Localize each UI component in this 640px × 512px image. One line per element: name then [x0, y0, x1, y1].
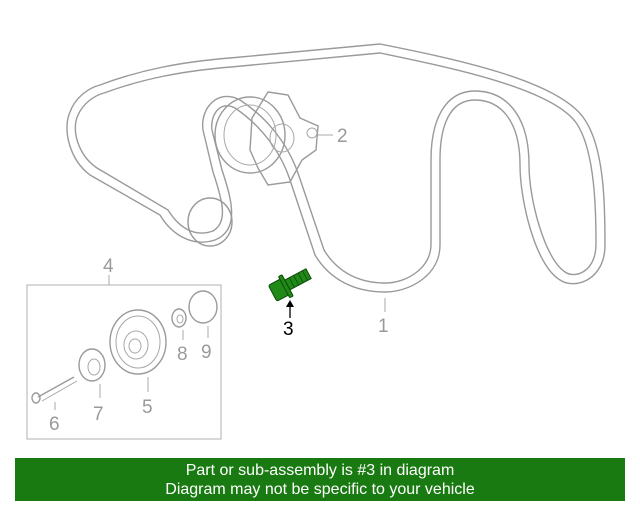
bolt-3-highlighted[interactable] — [267, 263, 314, 303]
cap — [188, 290, 218, 324]
arrow-3 — [286, 300, 294, 307]
washer-pulley — [78, 348, 106, 382]
nut — [171, 308, 187, 328]
callout-7: 7 — [93, 404, 104, 425]
tensioner-assembly — [214, 91, 319, 186]
idler-pulley — [109, 309, 167, 375]
callout-9: 9 — [201, 342, 212, 363]
callout-2: 2 — [337, 126, 348, 147]
info-banner: Part or sub-assembly is #3 in diagram Di… — [15, 458, 625, 501]
parts-diagram: 2 1 3 4 5 7 — [26, 43, 606, 440]
callout-6: 6 — [49, 414, 60, 435]
callout-4: 4 — [103, 256, 114, 277]
callout-8: 8 — [177, 344, 188, 365]
long-bolt — [31, 376, 78, 404]
callout-1: 1 — [378, 316, 389, 337]
callout-5: 5 — [142, 397, 153, 418]
banner-line-1: Part or sub-assembly is #3 in diagram — [185, 462, 455, 479]
banner-line-2: Diagram may not be specific to your vehi… — [165, 481, 475, 498]
lower-pulley — [187, 197, 233, 247]
serpentine-belt — [66, 43, 606, 293]
idler-assembly-box — [26, 284, 222, 440]
callout-3: 3 — [283, 319, 294, 340]
